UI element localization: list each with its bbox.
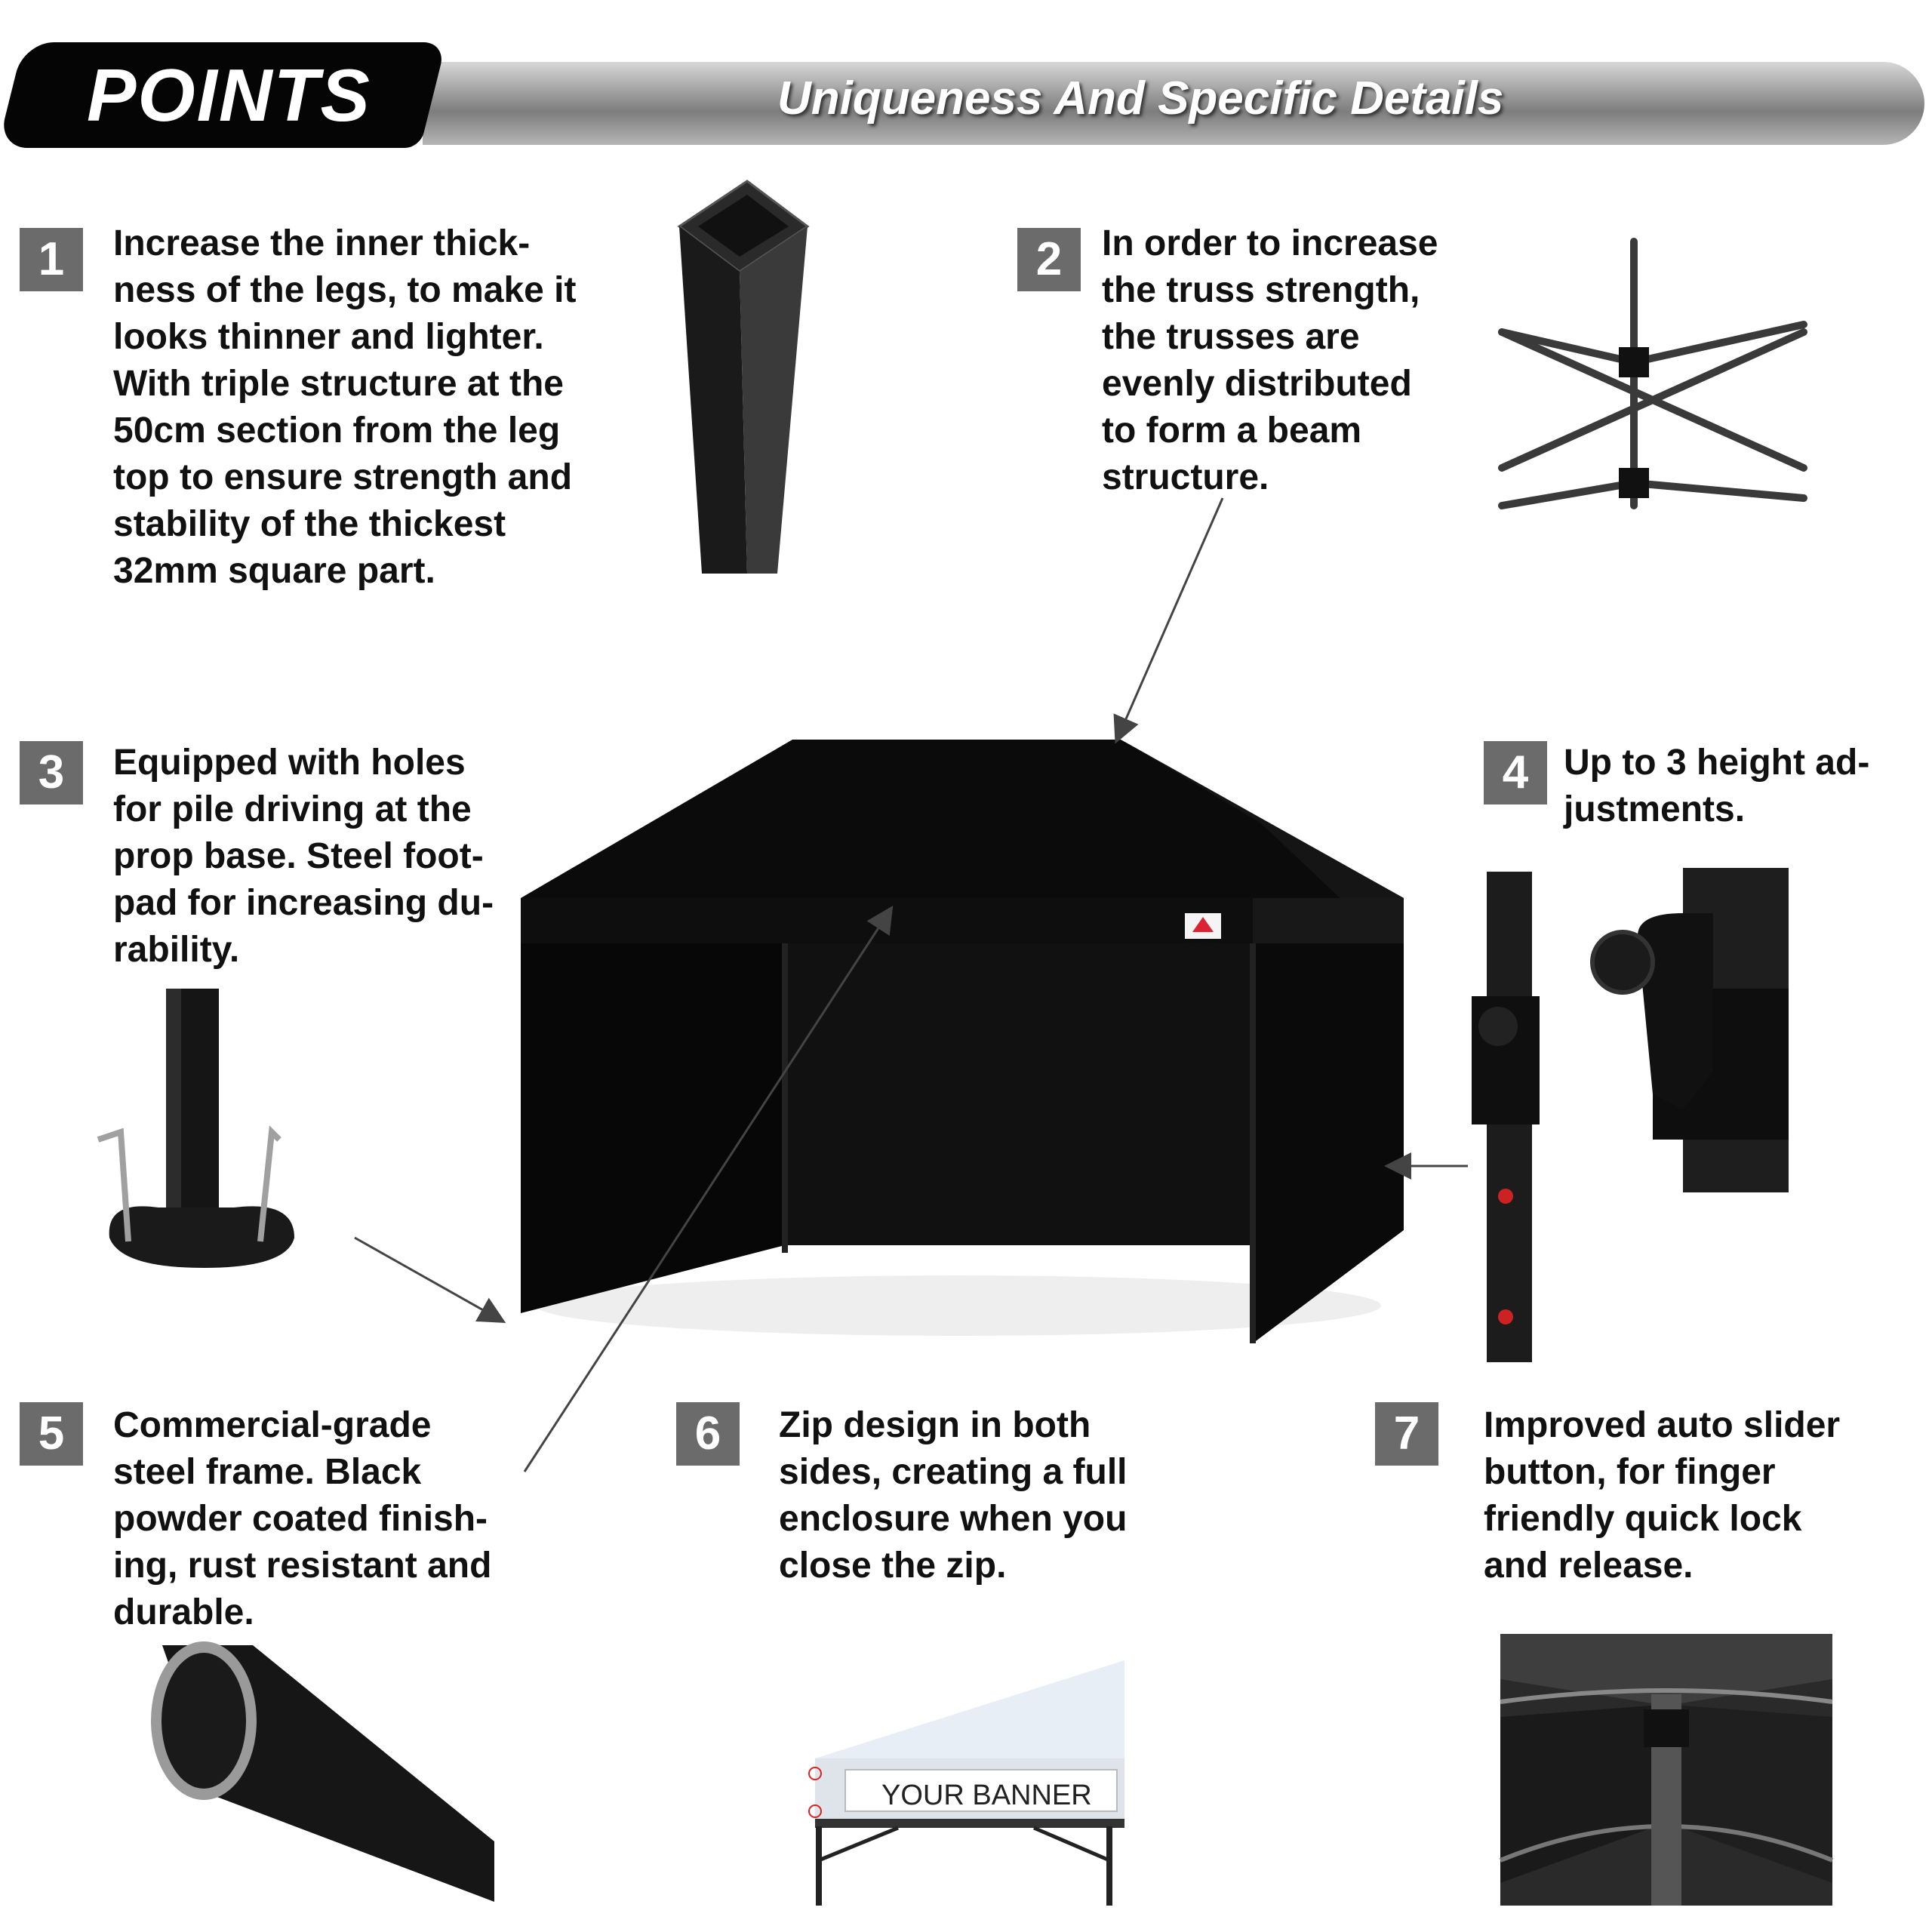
point-4-badge: 4 [1484,741,1547,804]
page-title: POINTS [87,54,371,137]
brand-tag-label: ABCCANOPY [1186,943,1220,948]
point-7-badge: 7 [1375,1402,1438,1466]
square-leg-tube-icon [677,180,810,574]
canopy-banner-icon [808,1660,1124,1906]
point-2-badge: 2 [1017,228,1081,291]
point-1-text: Increase the inner thick- ness of the le… [113,223,577,591]
header-bar [423,62,1924,145]
truss-frame-icon [1498,238,1807,509]
point-3-text: Equipped with holes for pile driving at … [113,743,494,970]
point-5-badge: 5 [20,1402,83,1466]
point-6-badge: 6 [676,1402,740,1466]
point-7-text: Improved auto slider button, for finger … [1484,1405,1841,1586]
point-3-badge: 3 [20,741,83,804]
page-subtitle: Uniqueness And Specific Details [777,72,1504,125]
point-1-badge: 1 [20,228,83,291]
banner-label: YOUR BANNER [881,1780,1092,1811]
point-5-text: Commercial-grade steel frame. Black powd… [113,1405,492,1632]
foot-pad-icon [97,989,294,1268]
slider-button-closeup-icon [1499,1634,1834,1906]
point-6-text: Zip design in both sides, creating a ful… [779,1405,1128,1586]
oval-steel-tube-icon [151,1641,494,1902]
point-2-text: In order to increase the truss strength,… [1102,223,1438,497]
height-slider-icon [1472,868,1789,1362]
point-4-text: Up to 3 height ad- justments. [1564,743,1870,829]
